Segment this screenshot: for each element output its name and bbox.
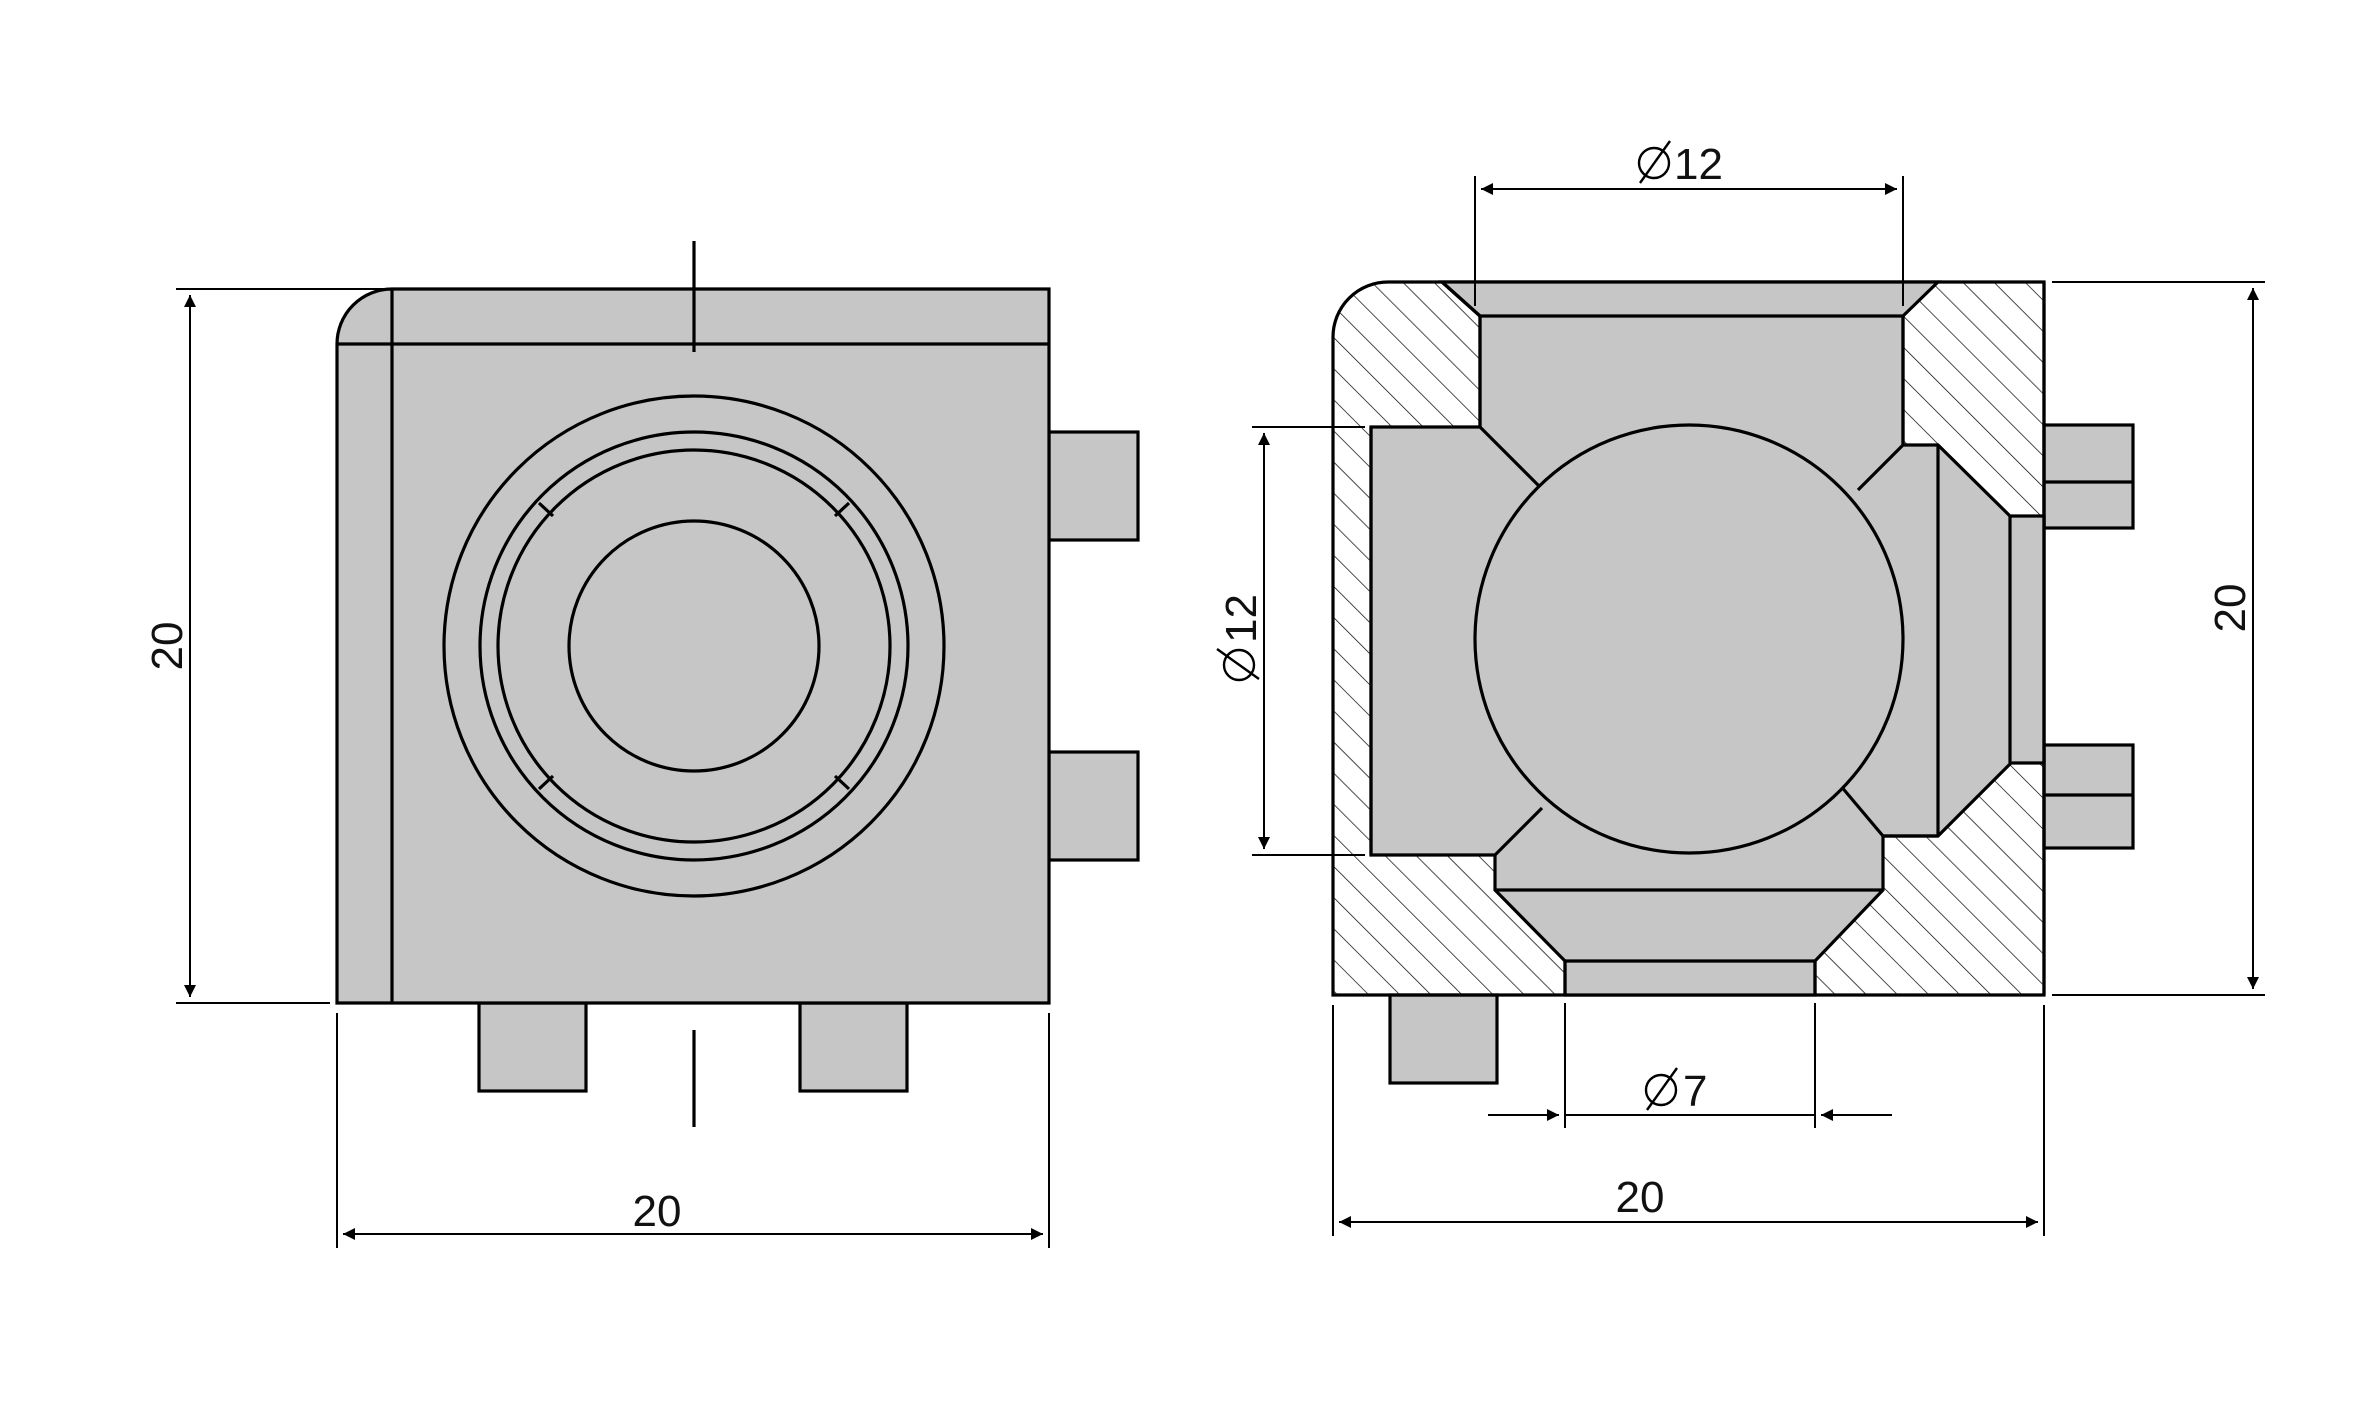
front-dimension-width: 20 bbox=[336, 1013, 1050, 1248]
diameter-symbol bbox=[1216, 648, 1260, 682]
section-height-label: 20 bbox=[2206, 584, 2255, 633]
front-width-label: 20 bbox=[633, 1187, 682, 1236]
section-dimension-bottom-hole: 7 bbox=[1488, 1003, 1892, 1128]
bottom-hole-label: 7 bbox=[1683, 1067, 1707, 1116]
diameter-symbol bbox=[1637, 140, 1671, 184]
section-dimension-side-bore: 12 bbox=[1216, 426, 1365, 856]
outer-ring bbox=[442, 394, 946, 898]
section-dimension-top-bore: 12 bbox=[1474, 140, 1904, 306]
section-width-label: 20 bbox=[1616, 1173, 1665, 1222]
center-bore bbox=[567, 519, 821, 773]
front-height-label: 20 bbox=[143, 622, 192, 671]
top-bore-label: 12 bbox=[1674, 140, 1723, 189]
section-pin-right-upper bbox=[2042, 423, 2135, 530]
diameter-symbol bbox=[1644, 1067, 1678, 1111]
pin-bottom-right bbox=[798, 1001, 909, 1093]
section-ball bbox=[1473, 423, 1905, 855]
front-dimension-height: 20 bbox=[143, 288, 384, 1004]
pin-right-lower bbox=[1047, 750, 1140, 862]
pin-bottom-left bbox=[477, 1001, 588, 1093]
groove-slot-tick bbox=[833, 774, 851, 791]
groove-slot-tick bbox=[537, 501, 555, 518]
section-dimension-width: 20 bbox=[1332, 1005, 2045, 1236]
groove-ring-inner bbox=[496, 448, 892, 844]
front-view bbox=[335, 241, 1140, 1127]
pin-right-upper bbox=[1047, 430, 1140, 542]
groove-slot-tick bbox=[537, 774, 555, 791]
groove-slot-tick bbox=[833, 501, 851, 518]
section-dimension-height: 20 bbox=[2052, 281, 2265, 996]
section-pin-bottom bbox=[1388, 993, 1499, 1085]
side-bore-label: 12 bbox=[1217, 594, 1266, 643]
groove-ring-outer bbox=[478, 430, 910, 862]
section-view bbox=[1331, 280, 2135, 1085]
